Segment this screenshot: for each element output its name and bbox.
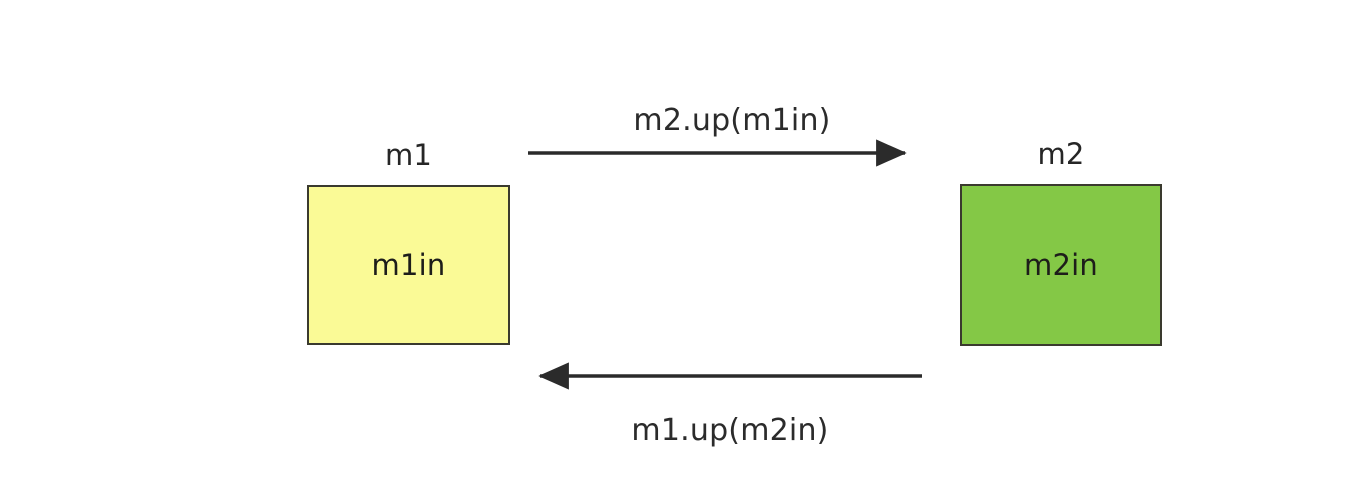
node-m2-caption: m2 [1037, 137, 1085, 171]
node-m1-caption: m1 [384, 138, 433, 172]
edge-label-m2-to-m1: m1.up(m2in) [631, 413, 829, 448]
node-m2-box[interactable]: m2in [960, 184, 1162, 346]
node-m2-label: m2in [1024, 248, 1098, 282]
node-m1-box[interactable]: m1in [307, 185, 510, 345]
edge-label-m1-to-m2: m2.up(m1in) [633, 103, 831, 138]
node-m1-label: m1in [371, 248, 446, 282]
